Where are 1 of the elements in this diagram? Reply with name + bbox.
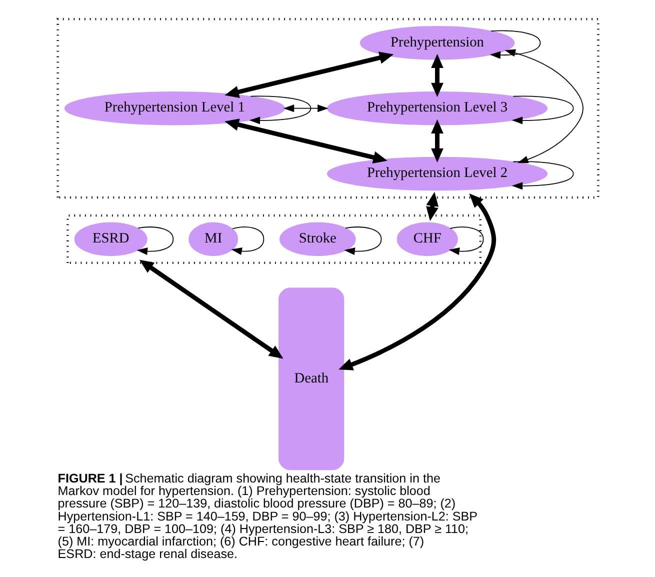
caption: FIGURE 1 | Schematic diagram showing health-state transition in the Markov model for hypertension. (1) Prehypertension: systolic blood pressure (SBP) = 120–139, diastolic blood pressure (DBP) = 80–89; (2) Hypertension-L1: SBP = 140–159, DBP = 90–99; (3) Hypertension-L2: SBP = 160–179, DBP = 100–109; (4) Hypertension-L3: SBP ≥ 180, DBP ≥ 110; (5) MI: myocardial infarction; (6) CHF: congestive heart failure; (7) ESRD: end-stage renal disease. <box>57 471 478 562</box>
